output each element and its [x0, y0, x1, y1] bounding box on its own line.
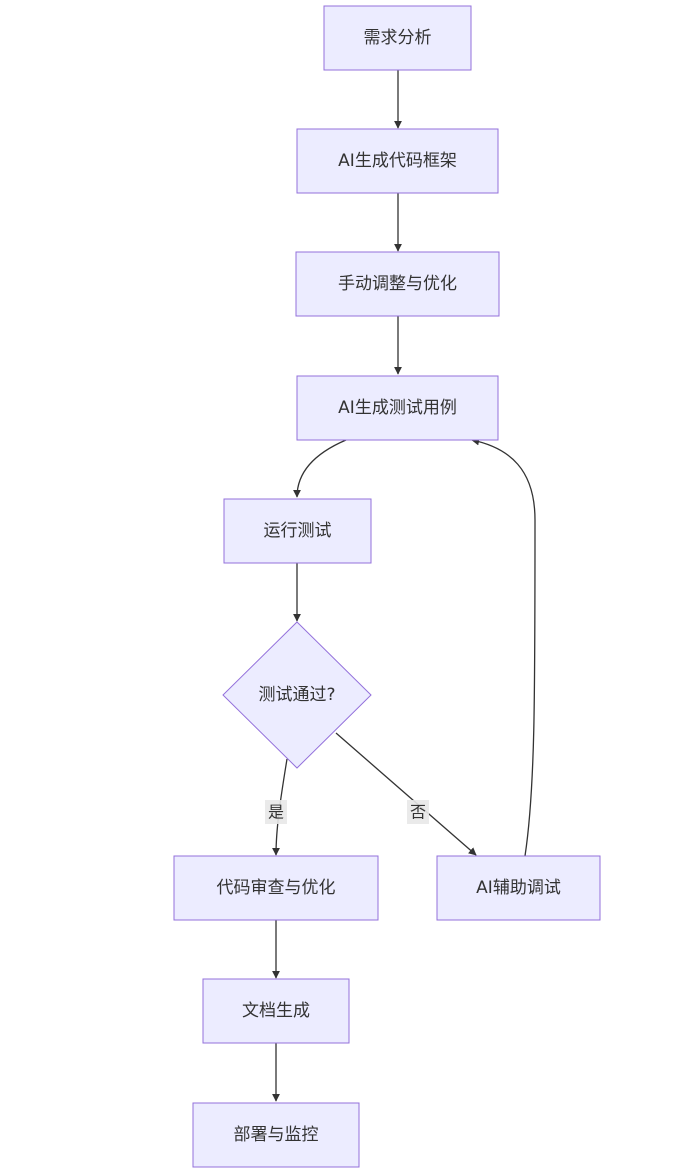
node-requirements-analysis-label: 需求分析	[364, 28, 432, 48]
node-code-review-box	[173, 855, 379, 921]
node-ai-test-cases[interactable]: AI生成测试用例	[296, 375, 499, 441]
node-code-review-label: 代码审查与优化	[217, 878, 336, 898]
node-code-review[interactable]: 代码审查与优化	[173, 855, 379, 921]
edge-label-yes-bg	[265, 800, 287, 824]
node-requirements-analysis-box	[323, 5, 472, 71]
node-ai-test-cases-label: AI生成测试用例	[338, 398, 457, 418]
node-ai-code-framework-box	[296, 128, 499, 194]
node-deploy-monitor[interactable]: 部署与监控	[192, 1102, 360, 1168]
edge-decision-to-debug	[335, 732, 477, 856]
node-ai-code-framework-label: AI生成代码框架	[338, 151, 457, 171]
edge-testcases-to-run	[293, 439, 347, 498]
node-deploy-monitor-label: 部署与监控	[234, 1125, 319, 1145]
node-ai-debug-label: AI辅助调试	[476, 878, 561, 898]
node-doc-generation-box	[202, 978, 350, 1044]
node-doc-generation-label: 文档生成	[242, 1001, 310, 1021]
node-manual-adjust-label: 手动调整与优化	[338, 274, 457, 294]
node-requirements-analysis[interactable]: 需求分析	[323, 5, 472, 71]
node-run-tests-label: 运行测试	[264, 521, 332, 541]
edge-label-yes-text: 是	[268, 803, 284, 822]
node-ai-test-cases-box	[296, 375, 499, 441]
node-manual-adjust-box	[295, 251, 500, 317]
edge-label-no: 否	[407, 800, 429, 824]
node-ai-code-framework[interactable]: AI生成代码框架	[296, 128, 499, 194]
node-deploy-monitor-box	[192, 1102, 360, 1168]
edge-label-yes: 是	[265, 800, 287, 824]
node-tests-passed-diamond	[222, 621, 372, 769]
node-run-tests-box	[223, 498, 372, 564]
node-doc-generation[interactable]: 文档生成	[202, 978, 350, 1044]
edge-label-no-text: 否	[410, 803, 426, 822]
edge-debug-to-testcases	[471, 437, 536, 857]
edge-label-no-bg	[407, 800, 429, 824]
node-manual-adjust[interactable]: 手动调整与优化	[295, 251, 500, 317]
edges	[272, 70, 536, 1102]
node-ai-debug-box	[436, 855, 601, 921]
node-ai-debug[interactable]: AI辅助调试	[436, 855, 601, 921]
node-run-tests[interactable]: 运行测试	[223, 498, 372, 564]
node-tests-passed-label: 测试通过?	[258, 685, 335, 705]
node-tests-passed-decision[interactable]: 测试通过?	[222, 621, 372, 769]
